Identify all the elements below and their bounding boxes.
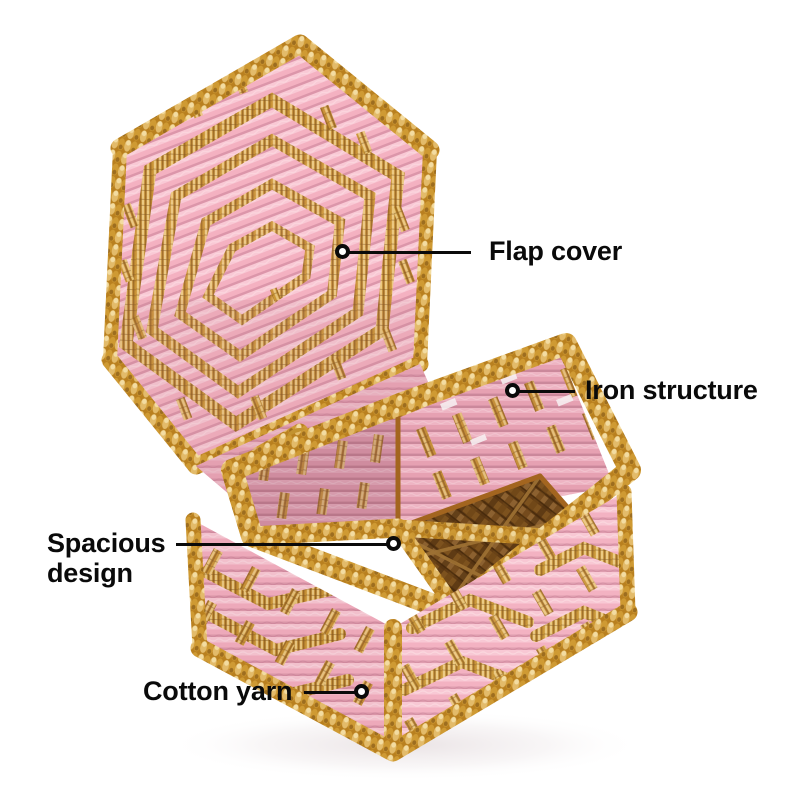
marker-dot-flap-cover — [335, 244, 350, 259]
leader-line-cotton-yarn — [304, 691, 356, 694]
callout-label-cotton-yarn: Cotton yarn — [143, 676, 293, 706]
leader-line-iron-structure — [519, 390, 575, 393]
callout-label-flap-cover: Flap cover — [489, 236, 623, 266]
marker-dot-iron-structure — [505, 383, 520, 398]
callout-label-iron-structure: Iron structure — [585, 375, 758, 405]
leader-line-spacious-design — [176, 543, 388, 546]
lid-top-braid — [110, 34, 440, 160]
callout-label-spacious-design: Spacious design — [47, 528, 166, 589]
marker-dot-spacious-design — [386, 536, 401, 551]
basket-bottom-braid — [190, 602, 638, 762]
leader-line-flap-cover — [349, 251, 471, 254]
marker-dot-cotton-yarn — [354, 684, 369, 699]
